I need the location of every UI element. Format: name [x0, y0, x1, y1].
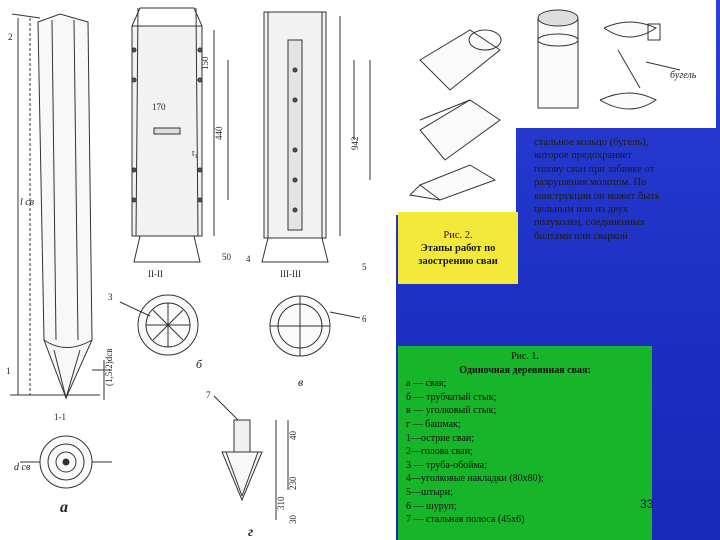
angle-joint-v-drawing — [261, 11, 371, 357]
label-letter-g: г — [248, 525, 253, 540]
label-angle-4: 4 — [246, 254, 251, 264]
figure-1-subtitle: Одиночная деревянная свая: — [459, 364, 591, 376]
legend-item: 3 — труба-обойма; — [406, 459, 488, 471]
shoe-g-drawing — [213, 395, 289, 520]
label-t1: t₁ — [192, 148, 198, 158]
label-tip-dimension: (1,5-2)dсв — [104, 349, 114, 387]
figure-2-line-1: Этапы работ по — [420, 242, 496, 254]
clamp-line: болтами или сваркой — [534, 230, 628, 242]
label-screw-6: 6 — [362, 314, 367, 324]
label-dim-310: 310 — [276, 496, 286, 510]
legend-item: в — уголковый стык; — [406, 405, 497, 417]
clamp-line: которое предохраняет — [534, 150, 632, 162]
legend-item: 7 — стальная полоса (45х6) — [406, 514, 525, 526]
figure-2-title: Рис. 2. — [443, 229, 473, 241]
clamp-line: голову сваи при забивке от — [534, 163, 655, 175]
legend-item: 4—уголковые накладки (80х80); — [406, 473, 544, 485]
label-bugel: бугель — [670, 70, 697, 81]
clamp-line: стальное кольцо (бугель), — [534, 137, 649, 148]
legend-item: б — трубчатый стык; — [406, 391, 497, 403]
clamp-line: полуколец, соединенных — [534, 217, 646, 229]
label-pins-5: 5 — [362, 262, 367, 272]
label-dim-942: 942 — [350, 137, 360, 151]
clamp-line: разрушения молотом. По — [534, 177, 647, 189]
label-head-2: 2 — [8, 32, 13, 42]
clamp-line: цельным или из двух — [534, 204, 629, 216]
label-strip-7: 7 — [206, 390, 211, 400]
legend-item: 2—голова сваи; — [406, 446, 473, 458]
legend-item: 5—штыри; — [406, 486, 453, 498]
label-dim-440: 440 — [214, 126, 224, 140]
label-diameter: d св — [14, 462, 31, 473]
label-dim-30: 30 — [288, 515, 298, 525]
label-dim-50: 50 — [222, 252, 232, 262]
clamp-ring-drawing — [537, 9, 681, 110]
slide-number: 33 — [640, 497, 654, 511]
label-letter-a: а — [60, 499, 68, 516]
label-letter-v: в — [298, 375, 303, 389]
label-section-3: III-III — [280, 269, 301, 279]
legend-item: 1—острие сваи; — [406, 432, 475, 444]
clamp-ring-description: стальное кольцо (бугель), которое предох… — [534, 136, 714, 243]
pile-a-drawing — [10, 13, 112, 489]
label-letter-b: б — [196, 357, 203, 371]
label-dim-150: 150 — [200, 56, 210, 70]
label-section-2: II-II — [148, 269, 163, 279]
tube-joint-b-drawing — [119, 7, 229, 356]
label-dim-230: 230 — [288, 476, 298, 490]
figure-2-line-2: заострению сваи — [418, 255, 498, 267]
label-pile-length: l св — [20, 197, 35, 208]
label-tube-3: 3 — [108, 292, 113, 302]
figure-1-legend: Рис. 1. Одиночная деревянная свая: а — с… — [398, 346, 652, 540]
legend-item: г — башмак; — [406, 418, 461, 430]
figure-2-caption: Рис. 2. Этапы работ по заострению сваи — [398, 212, 518, 284]
label-dim-170: 170 — [152, 102, 166, 112]
label-section-1-1: 1-1 — [54, 412, 66, 422]
sharpening-stages-drawing — [408, 29, 502, 201]
legend-item: а — свая; — [406, 378, 447, 390]
label-tip-1: 1 — [6, 366, 11, 376]
clamp-line: конструкции он может быть — [534, 190, 660, 202]
label-dim-40: 40 — [288, 431, 298, 441]
figure-1-title: Рис. 1. — [511, 351, 539, 362]
legend-item: 6 — шуруп; — [406, 500, 457, 512]
